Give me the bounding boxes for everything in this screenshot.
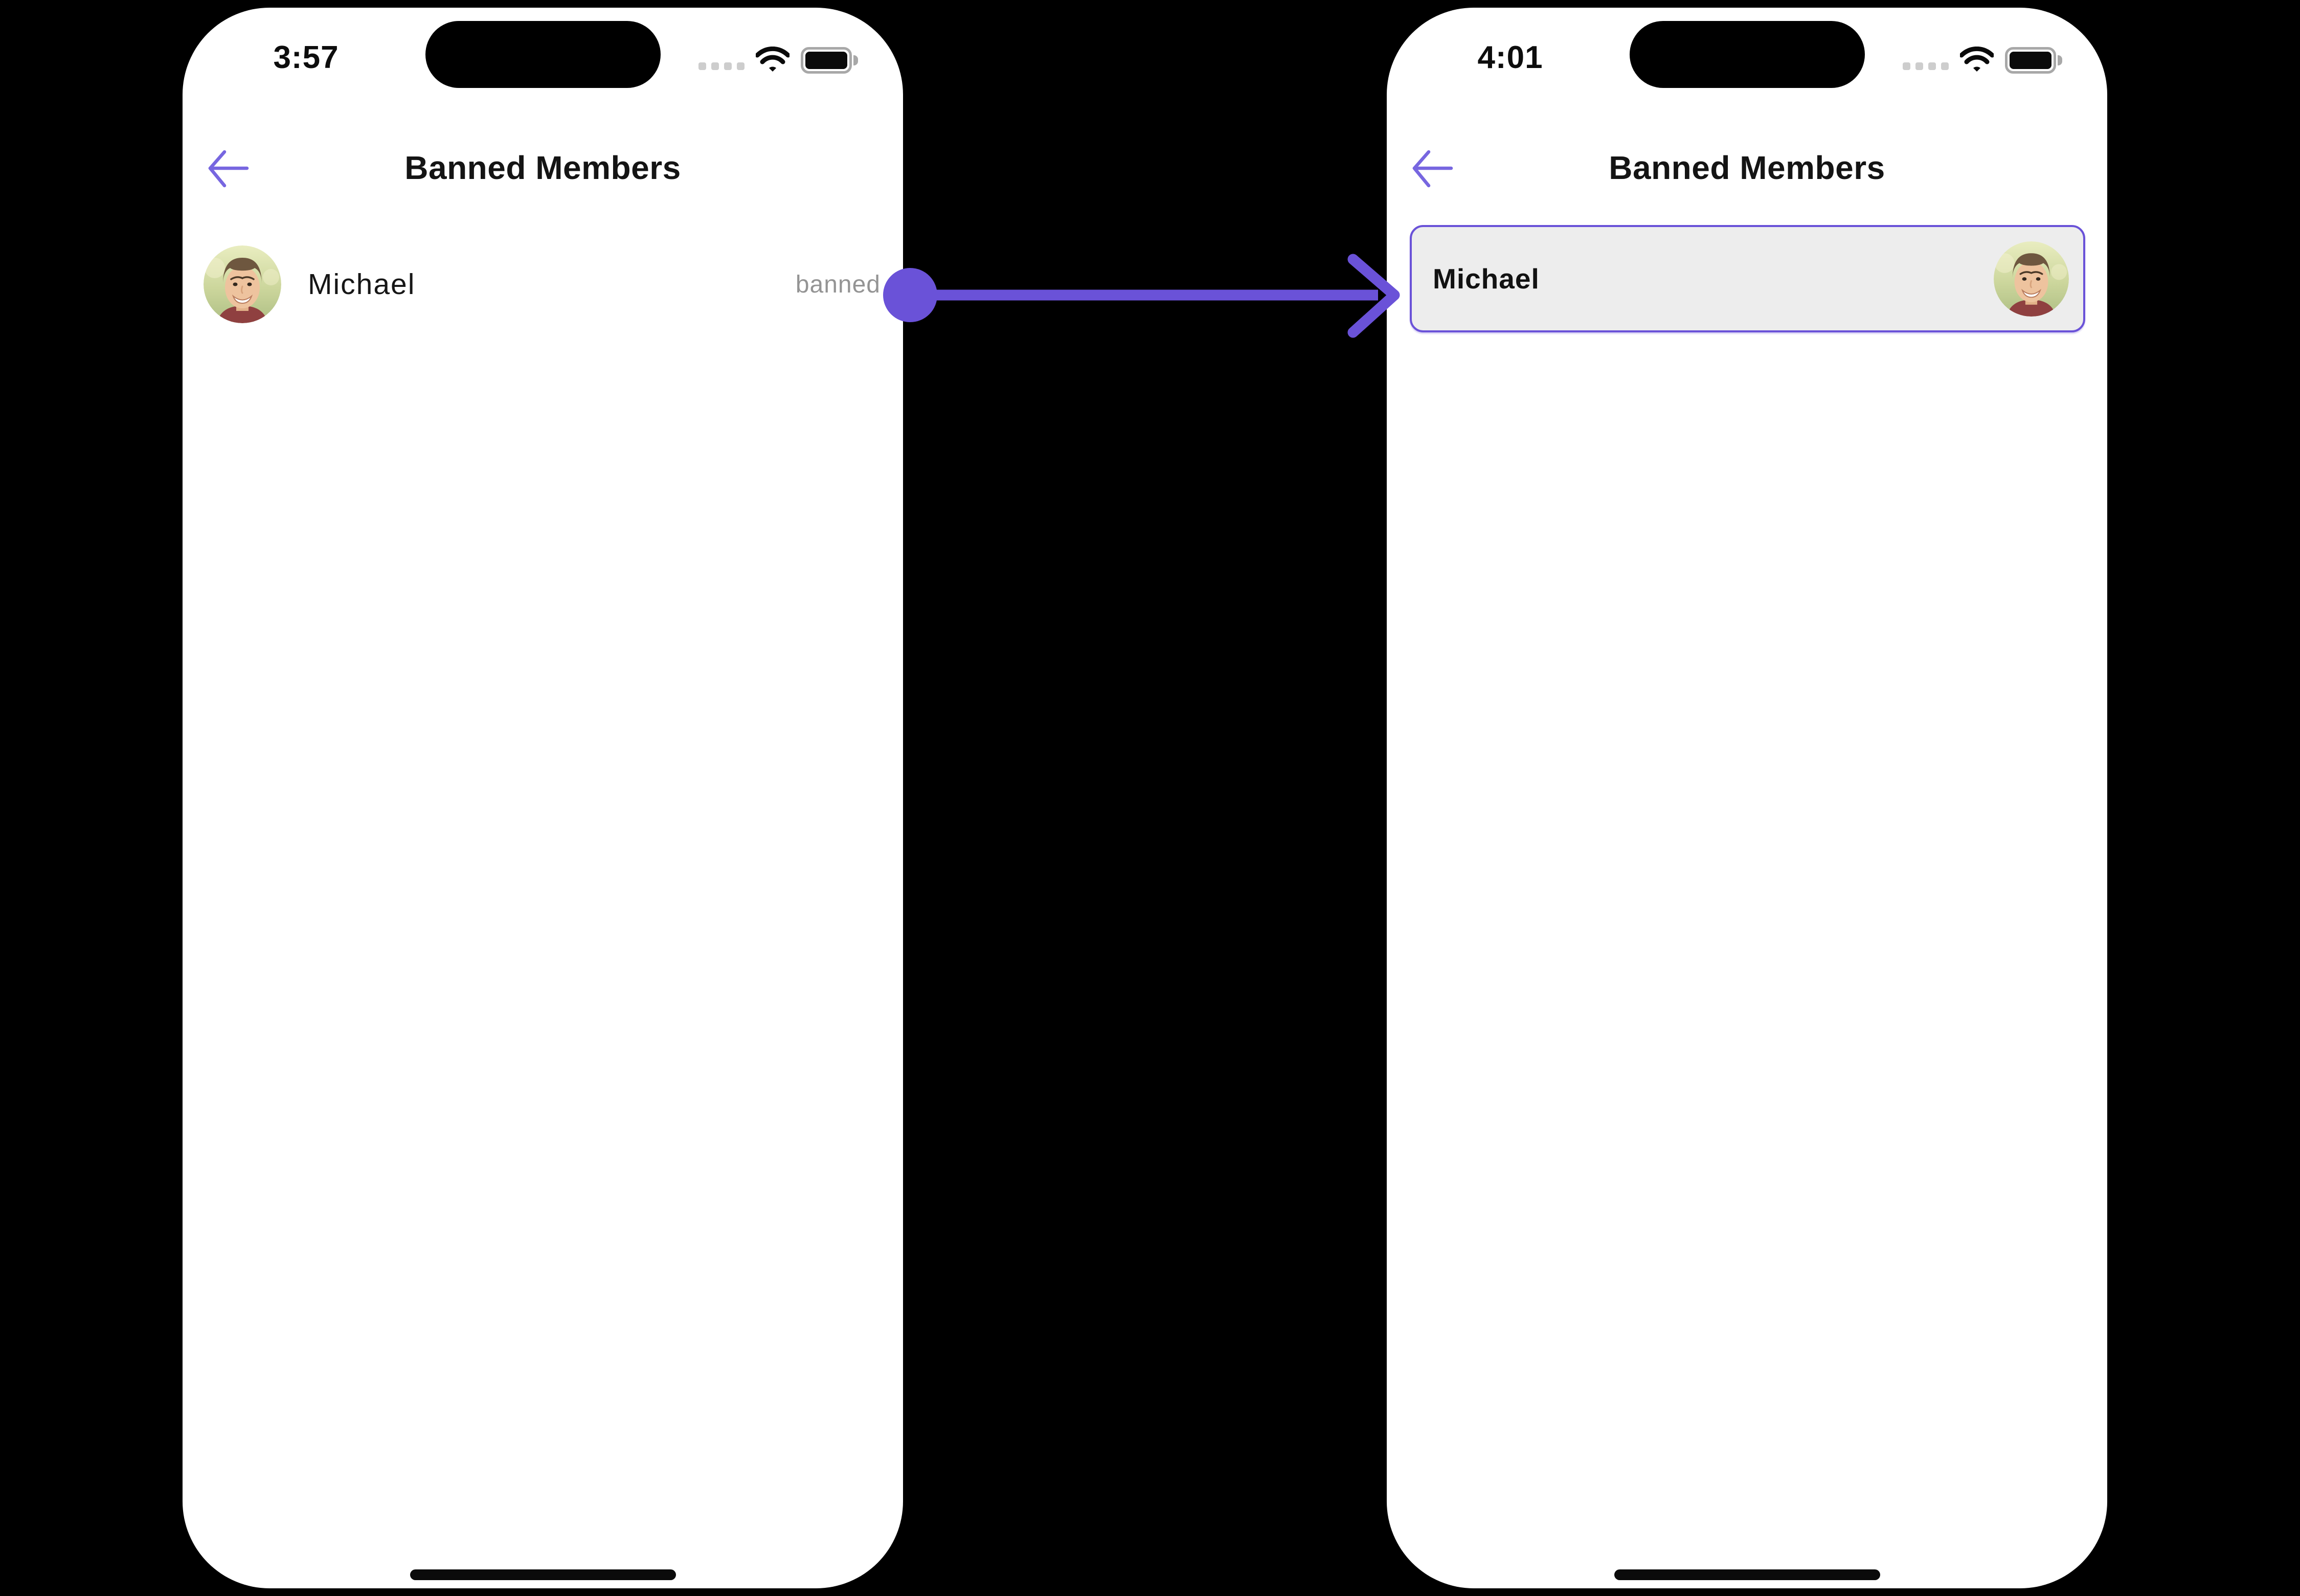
battery-fill <box>2010 52 2051 69</box>
cellular-dot <box>698 62 706 70</box>
member-name: Michael <box>1433 263 1540 295</box>
back-arrow-icon <box>1409 147 1455 190</box>
phone-after: 4:01 Banned Members <box>1387 8 2107 1588</box>
home-indicator[interactable] <box>1614 1569 1880 1580</box>
banned-member-card-highlighted[interactable]: Michael <box>1410 225 2085 332</box>
wifi-icon <box>1960 47 1994 72</box>
cellular-dot <box>1941 62 1949 70</box>
page-title: Banned Members <box>404 149 681 186</box>
dynamic-island <box>425 21 661 88</box>
flow-arrow-icon <box>869 245 1432 350</box>
battery-icon <box>2005 47 2062 74</box>
battery-nub <box>853 55 858 65</box>
status-icons <box>698 41 858 77</box>
back-button[interactable] <box>1409 147 1455 190</box>
avatar <box>204 245 281 323</box>
cellular-dot <box>1928 62 1936 70</box>
cellular-dot <box>737 62 745 70</box>
avatar <box>1994 241 2069 317</box>
cellular-signal-icon <box>698 62 745 70</box>
phone-before: 3:57 Banned Members <box>183 8 903 1588</box>
battery-shell <box>2005 47 2056 74</box>
cellular-dot <box>711 62 719 70</box>
battery-fill <box>805 52 847 69</box>
cellular-dot <box>1903 62 1910 70</box>
wifi-icon <box>756 47 790 72</box>
navigation-bar: Banned Members <box>183 140 903 196</box>
battery-shell <box>801 47 852 74</box>
battery-nub <box>2058 55 2062 65</box>
home-indicator[interactable] <box>410 1569 676 1580</box>
status-icons <box>1903 41 2062 77</box>
banned-status-label: banned <box>795 271 881 298</box>
battery-icon <box>801 47 858 74</box>
status-time: 4:01 <box>1477 40 1543 75</box>
member-name: Michael <box>308 268 416 301</box>
cellular-dot <box>1915 62 1923 70</box>
status-time: 3:57 <box>273 40 339 75</box>
back-button[interactable] <box>205 147 251 190</box>
back-arrow-icon <box>205 147 251 190</box>
banned-member-row[interactable]: Michael banned <box>183 245 903 323</box>
page-title: Banned Members <box>1609 149 1885 186</box>
cellular-dot <box>724 62 732 70</box>
navigation-bar: Banned Members <box>1387 140 2107 196</box>
cellular-signal-icon <box>1903 62 1949 70</box>
dynamic-island <box>1629 21 1865 88</box>
